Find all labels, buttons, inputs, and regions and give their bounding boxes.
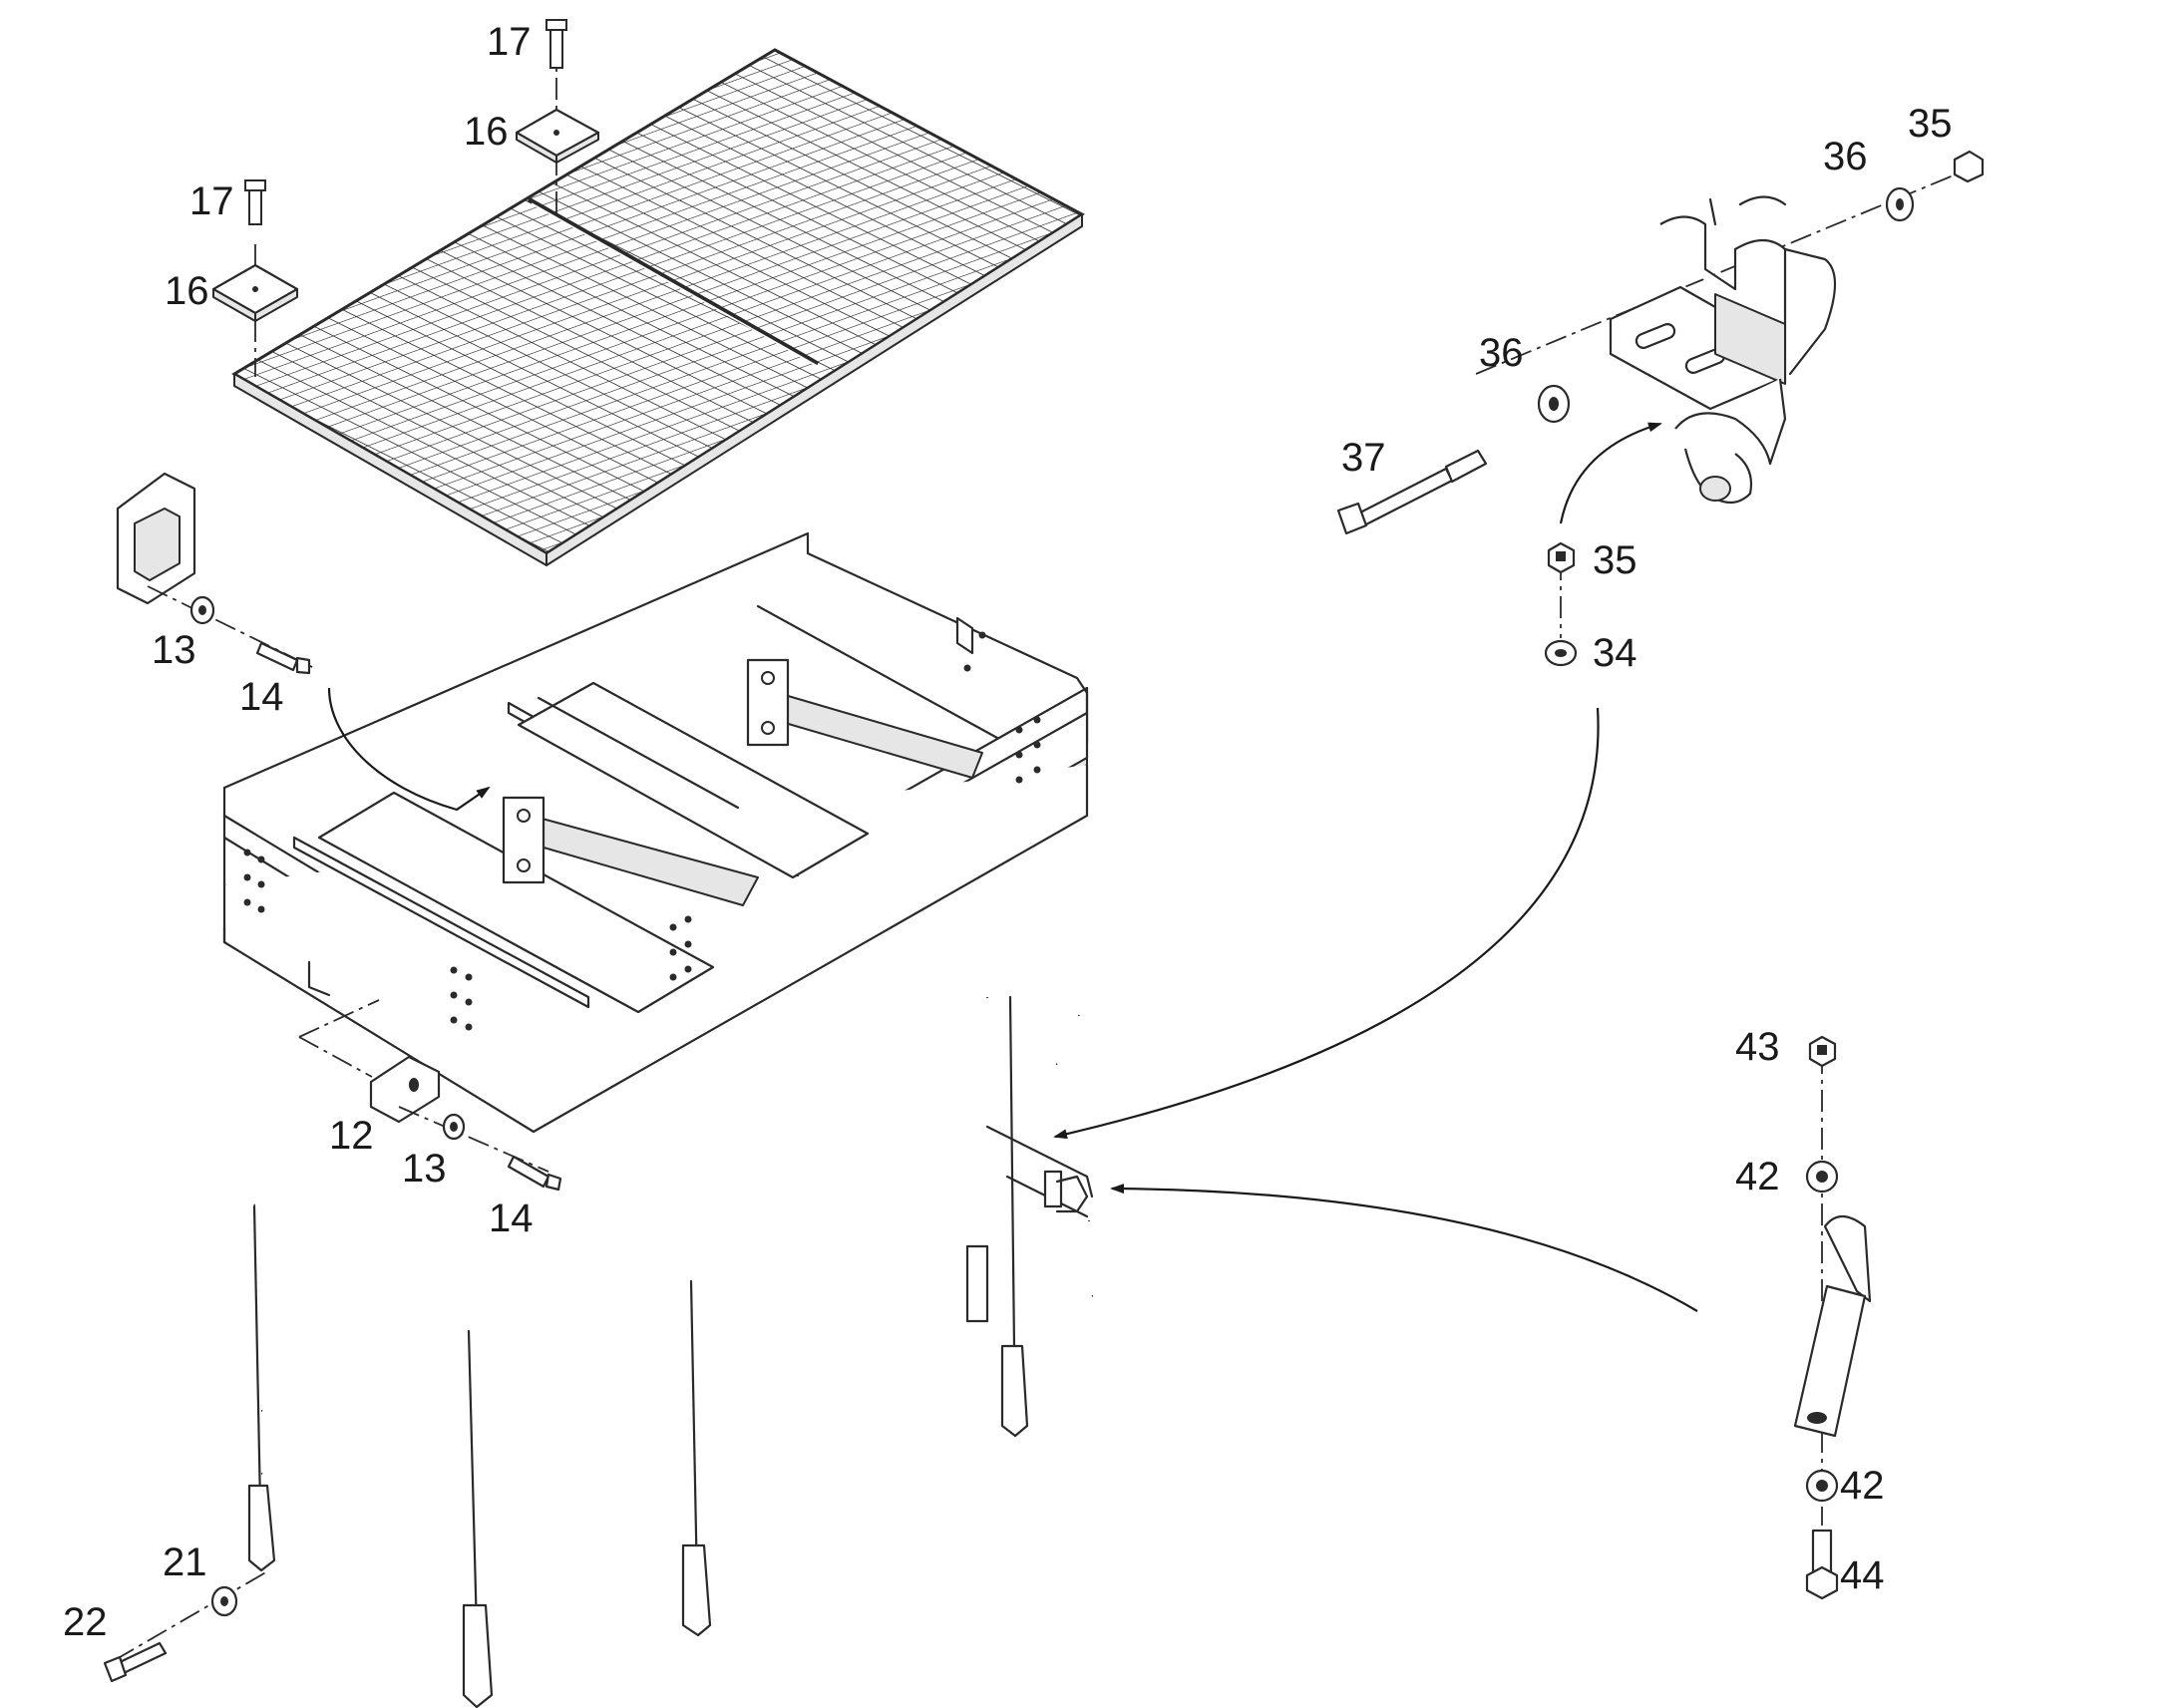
- floor-grating: [231, 48, 1085, 566]
- callout-13: 13: [152, 628, 196, 672]
- callout-36: 36: [1823, 135, 1868, 178]
- guard-rail: [242, 975, 1095, 1708]
- callout-14: 14: [489, 1196, 534, 1240]
- callout-42: 42: [1735, 1155, 1780, 1198]
- post-pin-assembly: [1110, 1035, 1872, 1600]
- callout-16: 16: [464, 110, 509, 154]
- clamp-plate-left: [211, 179, 299, 377]
- mount-bracket-upper: [116, 472, 491, 812]
- callout-13: 13: [402, 1147, 447, 1191]
- callout-42: 42: [1840, 1464, 1885, 1508]
- nut-35-right: [1953, 150, 1985, 183]
- callout-35: 35: [1593, 538, 1637, 582]
- support-frame: [222, 531, 1089, 1134]
- callout-21: 21: [163, 1540, 207, 1584]
- callout-17: 17: [189, 179, 234, 223]
- callout-17: 17: [487, 20, 532, 64]
- callout-34: 34: [1593, 631, 1637, 675]
- callout-16: 16: [165, 269, 209, 313]
- callout-37: 37: [1341, 436, 1386, 480]
- callout-22: 22: [63, 1600, 108, 1644]
- mount-bracket-lower: [298, 999, 562, 1192]
- callout-36: 36: [1479, 331, 1524, 375]
- nut-and-washer-34-35: [1053, 541, 1600, 1140]
- rail-hinge-bracket: [1475, 164, 1981, 524]
- callout-44: 44: [1840, 1553, 1885, 1597]
- callout-labels: 17 16 17 16 13 14 12 13 14 21 22 35 36 3…: [63, 20, 1953, 1644]
- clamp-plate-upper: [515, 19, 600, 217]
- callout-43: 43: [1735, 1025, 1780, 1069]
- callout-12: 12: [329, 1114, 374, 1158]
- rail-mount-hardware: [103, 1569, 270, 1683]
- callout-14: 14: [239, 675, 284, 719]
- callout-35: 35: [1908, 102, 1953, 146]
- hinge-bolt: [1336, 449, 1488, 535]
